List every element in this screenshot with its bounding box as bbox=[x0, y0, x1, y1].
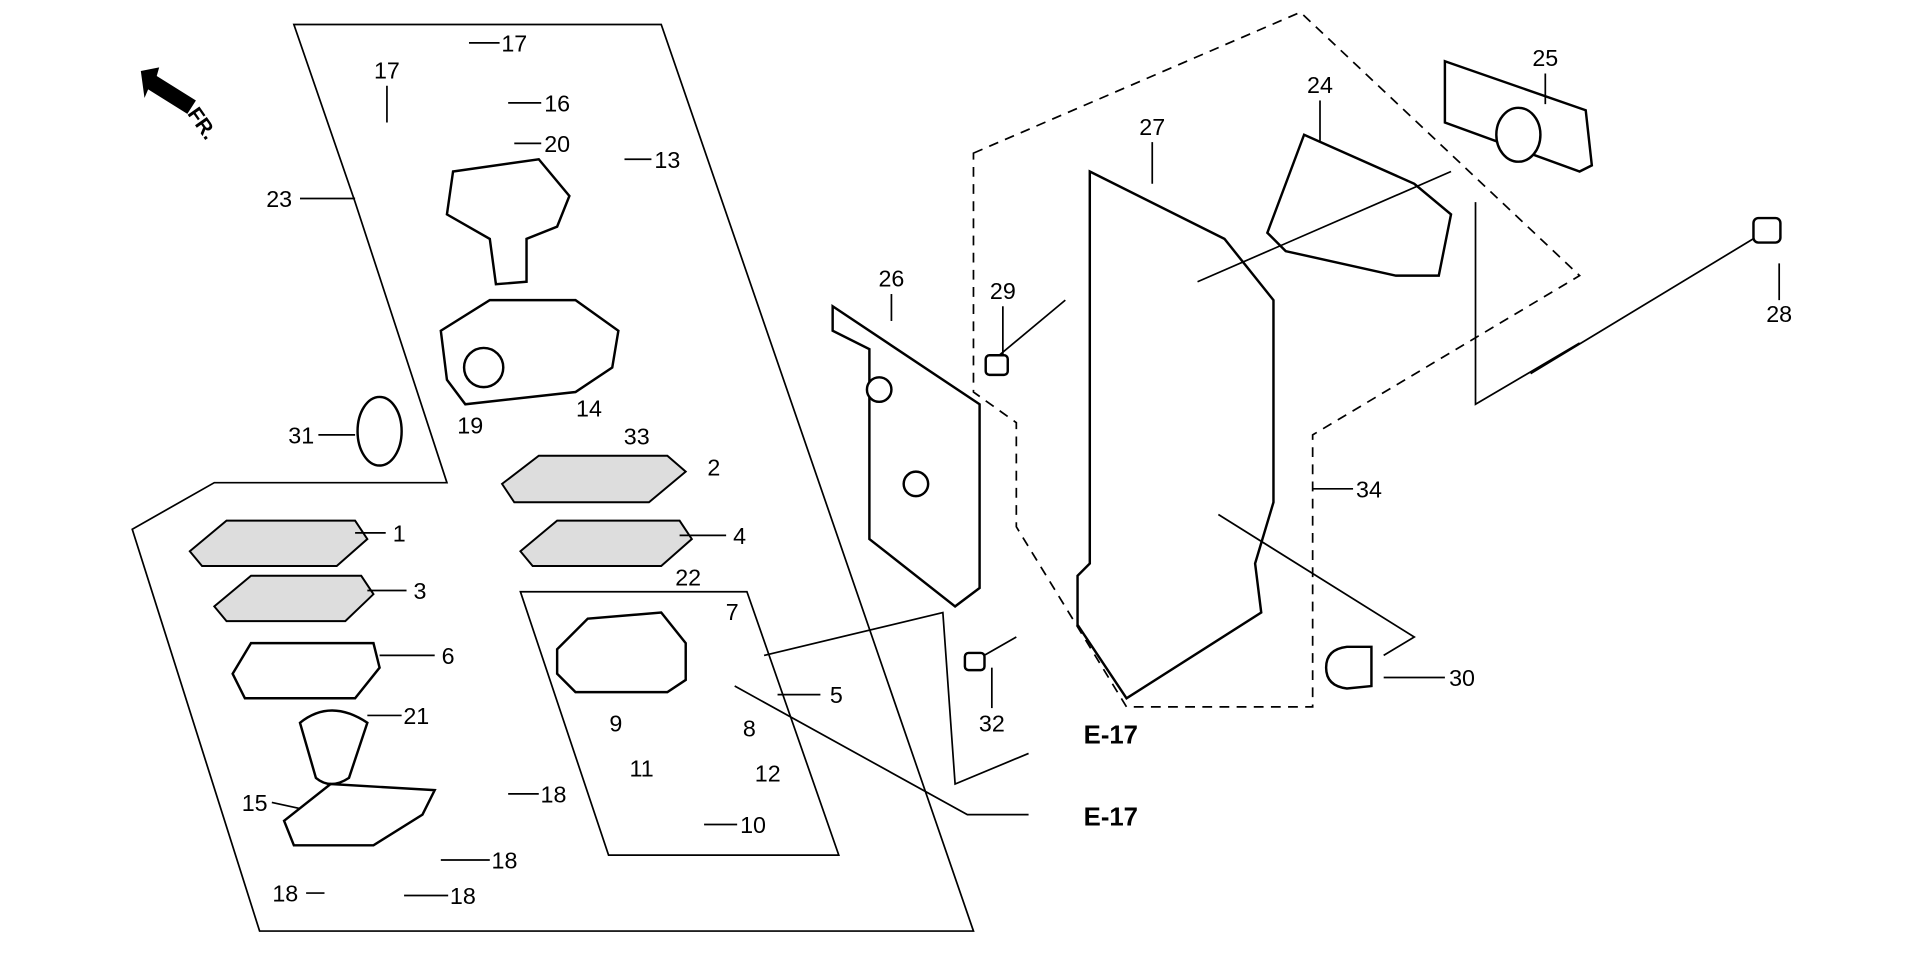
part-label-18[interactable]: 18 bbox=[492, 848, 518, 874]
part-label-32[interactable]: 32 bbox=[979, 710, 1005, 736]
part-label-31[interactable]: 31 bbox=[288, 422, 314, 448]
part-label-23[interactable]: 23 bbox=[266, 186, 292, 212]
part-label-30[interactable]: 30 bbox=[1449, 665, 1475, 691]
part-label-13[interactable]: 13 bbox=[654, 147, 680, 173]
reference-e17-lower[interactable]: E-17 bbox=[1084, 804, 1138, 832]
part-label-12[interactable]: 12 bbox=[755, 761, 781, 787]
part-label-34[interactable]: 34 bbox=[1356, 476, 1382, 502]
part-label-4[interactable]: 4 bbox=[733, 523, 746, 549]
part-label-1[interactable]: 1 bbox=[393, 520, 406, 546]
part-label-11[interactable]: 11 bbox=[630, 756, 654, 782]
part-label-25[interactable]: 25 bbox=[1532, 45, 1558, 71]
group-5-outline bbox=[519, 590, 840, 856]
part-label-20[interactable]: 20 bbox=[544, 131, 570, 157]
part-label-3[interactable]: 3 bbox=[414, 578, 427, 604]
part-shapes bbox=[188, 59, 1782, 847]
leader-lines bbox=[271, 42, 1781, 897]
part-label-17[interactable]: 17 bbox=[501, 30, 527, 56]
part-label-2[interactable]: 2 bbox=[707, 454, 720, 480]
part-label-5[interactable]: 5 bbox=[830, 682, 843, 708]
part-label-18[interactable]: 18 bbox=[450, 883, 476, 909]
part-label-8[interactable]: 8 bbox=[743, 715, 756, 741]
group-34-outline bbox=[972, 11, 1582, 708]
part-label-26[interactable]: 26 bbox=[878, 266, 904, 292]
part-label-27[interactable]: 27 bbox=[1139, 114, 1165, 140]
part-label-22[interactable]: 22 bbox=[675, 565, 701, 591]
front-arrow-icon bbox=[140, 67, 196, 114]
part-label-16[interactable]: 16 bbox=[544, 90, 570, 116]
part-label-18[interactable]: 18 bbox=[272, 881, 298, 907]
part-label-6[interactable]: 6 bbox=[442, 643, 455, 669]
part-label-17[interactable]: 17 bbox=[374, 57, 400, 83]
part-label-21[interactable]: 21 bbox=[403, 703, 429, 729]
part-label-29[interactable]: 29 bbox=[990, 278, 1016, 304]
part-label-14[interactable]: 14 bbox=[576, 396, 602, 422]
part-label-10[interactable]: 10 bbox=[740, 812, 766, 838]
part-label-7[interactable]: 7 bbox=[726, 599, 739, 625]
part-label-15[interactable]: 15 bbox=[242, 790, 268, 816]
part-label-24[interactable]: 24 bbox=[1307, 72, 1333, 98]
group-23-outline bbox=[131, 23, 975, 932]
part-label-9[interactable]: 9 bbox=[609, 710, 622, 736]
part-label-28[interactable]: 28 bbox=[1766, 301, 1792, 327]
reference-e17-upper[interactable]: E-17 bbox=[1084, 722, 1138, 750]
part-label-19[interactable]: 19 bbox=[457, 413, 483, 439]
part-label-18[interactable]: 18 bbox=[541, 781, 567, 807]
part-label-33[interactable]: 33 bbox=[624, 424, 650, 450]
